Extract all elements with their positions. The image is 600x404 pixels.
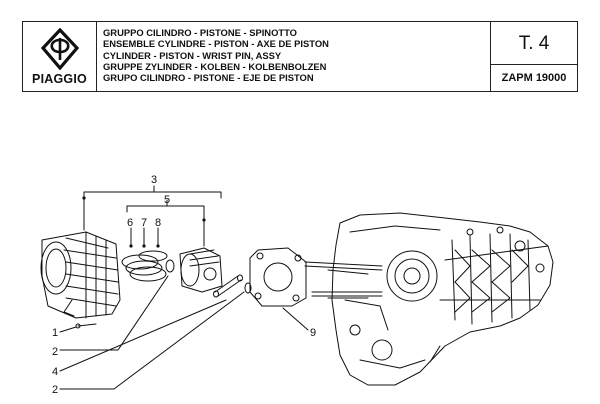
piston-rings xyxy=(121,250,168,282)
leader-2a xyxy=(59,275,169,351)
cylinder-studs xyxy=(304,261,383,299)
callout-3: 3 xyxy=(151,174,157,186)
leader-9 xyxy=(282,307,309,331)
brand-name: PIAGGIO xyxy=(32,72,87,86)
base-gasket xyxy=(249,247,307,307)
callout-9: 9 xyxy=(310,327,316,339)
piston xyxy=(179,247,223,293)
callout-8: 8 xyxy=(155,217,161,229)
engine-crankcase xyxy=(331,212,554,386)
leader-4 xyxy=(59,299,227,372)
callout-7: 7 xyxy=(141,217,147,229)
brand-cell: PIAGGIO xyxy=(23,22,97,91)
callout-6: 6 xyxy=(127,217,133,229)
table-cell: T. 4 ZAPM 19000 xyxy=(491,22,577,91)
title-lines: GRUPPO CILINDRO - PISTONE - SPINOTTO ENS… xyxy=(96,22,491,91)
callout-2-lower: 2 xyxy=(52,384,58,396)
group-bracket-5 xyxy=(126,199,205,213)
title-french: ENSEMBLE CYLINDRE - PISTON - AXE DE PIST… xyxy=(103,38,329,50)
leader-1 xyxy=(59,326,77,333)
circlip xyxy=(165,259,175,273)
title-german: GRUPPE ZYLINDER - KOLBEN - KOLBENBOLZEN xyxy=(103,60,327,72)
piaggio-shield-logo xyxy=(40,28,80,70)
table-code: ZAPM 19000 xyxy=(501,72,567,84)
circlip-2 xyxy=(244,282,252,294)
callout-4: 4 xyxy=(52,366,58,378)
leader-2b xyxy=(59,291,245,390)
title-block: PIAGGIO GRUPPO CILINDRO - PISTONE - SPIN… xyxy=(22,21,578,92)
group-bracket-3 xyxy=(83,185,222,199)
title-spanish: GRUPO CILINDRO - PISTONE - EJE DE PISTON xyxy=(103,72,314,84)
title-italian: GRUPPO CILINDRO - PISTONE - SPINOTTO xyxy=(103,27,297,38)
title-english: CYLINDER - PISTON - WRIST PIN, ASSY xyxy=(103,49,282,61)
callout-5: 5 xyxy=(164,194,170,206)
screw xyxy=(75,323,97,329)
callout-1: 1 xyxy=(52,327,58,339)
cylinder xyxy=(40,231,121,319)
callout-2-upper: 2 xyxy=(52,346,58,358)
wrist-pin xyxy=(213,274,243,298)
table-number: T. 4 xyxy=(491,22,577,65)
